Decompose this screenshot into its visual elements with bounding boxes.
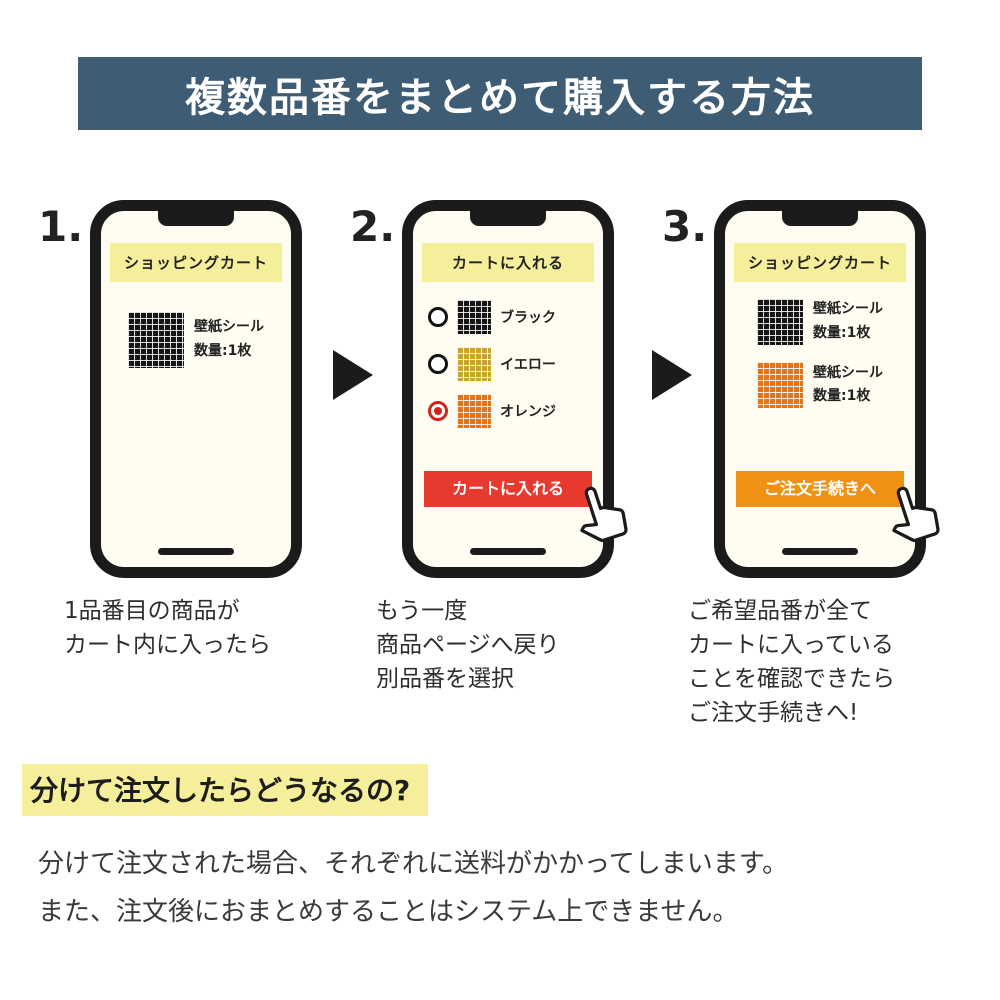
item-name: 壁紙シール	[813, 301, 883, 317]
add-to-cart-banner: カートに入れる	[422, 243, 594, 282]
footer-body-line: 分けて注文された場合、それぞれに送料がかかってしまいます。	[38, 849, 789, 880]
step-2-top: 2. カートに入れる ブラック イエロー	[350, 200, 631, 578]
color-option-yellow: イエロー	[413, 347, 603, 381]
cart-item-text: 壁紙シール 数量:1枚	[194, 316, 264, 364]
option-label: イエロー	[500, 357, 556, 373]
item-name: 壁紙シール	[194, 319, 264, 336]
radio-unselected-icon	[428, 307, 448, 327]
arrow-right-icon	[652, 350, 692, 400]
item-quantity: 数量:1枚	[194, 343, 252, 359]
cart-item: 壁紙シール 数量:1枚	[101, 312, 291, 368]
phone-home-bar	[158, 548, 234, 555]
product-swatch-black	[457, 300, 491, 334]
product-swatch-yellow	[457, 347, 491, 381]
radio-selected-icon	[428, 401, 448, 421]
step-2: 2. カートに入れる ブラック イエロー	[350, 200, 631, 696]
phone-notch	[782, 211, 858, 226]
cart-banner: ショッピングカート	[734, 243, 906, 282]
step-number: 1.	[38, 202, 84, 251]
cart-item-text: 壁紙シール 数量:1枚	[813, 362, 883, 410]
product-swatch-orange	[757, 362, 803, 409]
title-banner: 複数品番をまとめて購入する方法	[78, 57, 922, 130]
step-number: 3.	[662, 202, 708, 251]
phone-mockup-1: ショッピングカート 壁紙シール 数量:1枚	[90, 200, 302, 578]
product-swatch-black	[757, 298, 803, 345]
option-label: ブラック	[500, 310, 556, 326]
step-1-caption: 1品番目の商品が カート内に入ったら	[64, 598, 271, 659]
phone-mockup-3: ショッピングカート 壁紙シール 数量:1枚 壁紙シール 数量:1枚	[714, 200, 943, 578]
step-3: 3. ショッピングカート 壁紙シール 数量:1枚 壁紙シール	[662, 200, 943, 730]
step-3-caption: ご希望品番が全て カートに入っている ことを確認できたら ご注文手続きへ!	[688, 598, 895, 727]
footer-heading: 分けて注文したらどうなるの?	[22, 764, 429, 817]
item-quantity: 数量:1枚	[813, 324, 871, 341]
phone-notch	[470, 211, 546, 226]
product-swatch-black	[128, 312, 184, 368]
step-2-caption: もう一度 商品ページへ戻り 別品番を選択	[376, 598, 560, 693]
color-option-black: ブラック	[413, 300, 603, 334]
add-to-cart-button: カートに入れる	[424, 471, 592, 507]
color-option-orange: オレンジ	[413, 394, 603, 428]
footer-body: 分けて注文された場合、それぞれに送料がかかってしまいます。 また、注文後におまと…	[38, 840, 1000, 936]
product-swatch-orange	[457, 394, 491, 428]
phone-home-bar	[782, 548, 858, 555]
checkout-button: ご注文手続きへ	[736, 471, 904, 507]
step-1-top: 1. ショッピングカート 壁紙シール 数量:1枚	[38, 200, 302, 578]
phone-mockup-2: カートに入れる ブラック イエロー	[402, 200, 631, 578]
phone-home-bar	[470, 548, 546, 555]
page-title: 複数品番をまとめて購入する方法	[185, 74, 815, 121]
item-name: 壁紙シール	[813, 364, 883, 381]
footer-note: 分けて注文したらどうなるの? 分けて注文された場合、それぞれに送料がかかってしま…	[0, 764, 1000, 936]
item-quantity: 数量:1枚	[813, 388, 871, 405]
footer-body-line: また、注文後におまとめすることはシステム上できません。	[38, 897, 739, 928]
cart-item: 壁紙シール 数量:1枚	[725, 362, 915, 410]
step-3-top: 3. ショッピングカート 壁紙シール 数量:1枚 壁紙シール	[662, 200, 943, 578]
phone-notch	[158, 211, 234, 226]
option-label: オレンジ	[500, 404, 556, 420]
radio-unselected-icon	[428, 354, 448, 374]
step-1: 1. ショッピングカート 壁紙シール 数量:1枚 1品番目の商品が	[38, 200, 302, 662]
step-number: 2.	[350, 202, 396, 251]
arrow-right-icon	[333, 350, 373, 400]
cart-item: 壁紙シール 数量:1枚	[725, 298, 915, 346]
cart-item-text: 壁紙シール 数量:1枚	[813, 298, 883, 346]
color-options: ブラック イエロー オレンジ	[413, 300, 603, 428]
cart-banner: ショッピングカート	[110, 243, 282, 282]
steps-row: 1. ショッピングカート 壁紙シール 数量:1枚 1品番目の商品が	[0, 200, 1000, 730]
